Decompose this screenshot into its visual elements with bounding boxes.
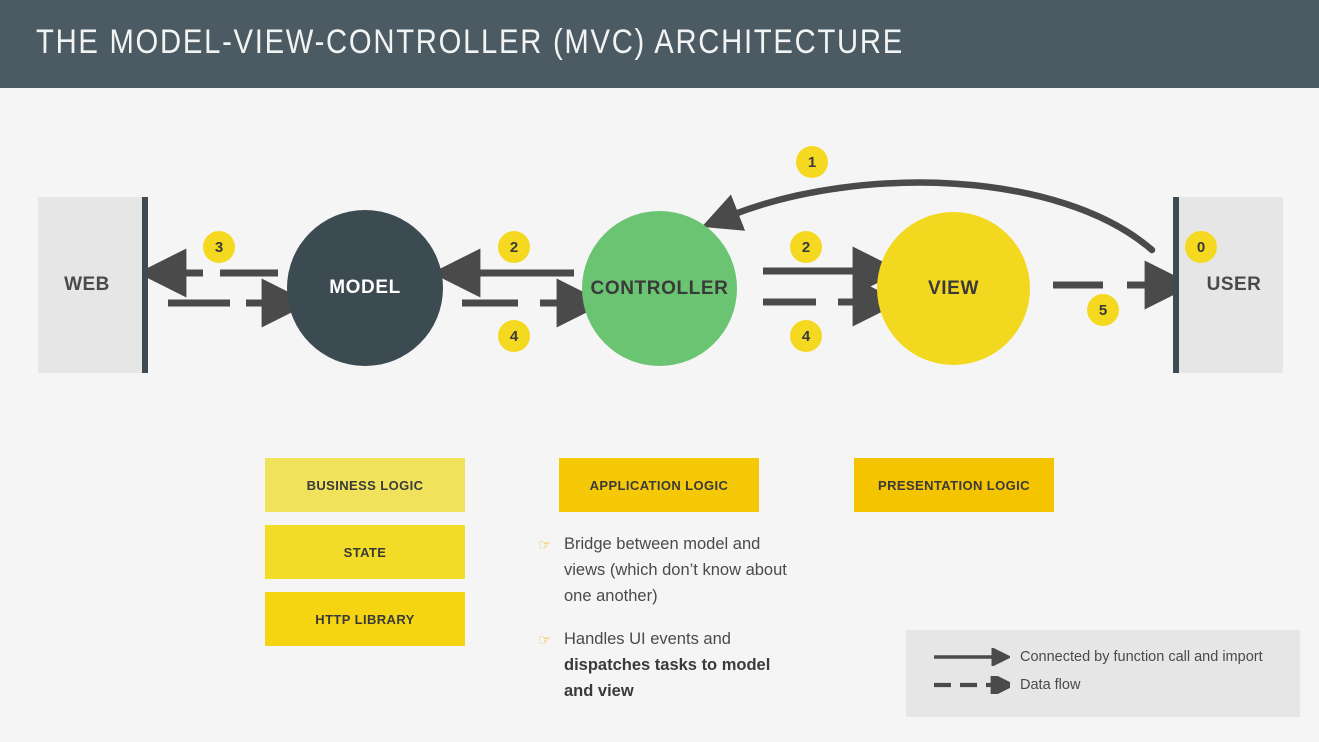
step-badge-2-model: 2 xyxy=(498,231,530,263)
list-item: ☞ Bridge between model and views (which … xyxy=(538,531,798,609)
legend-row-solid: Connected by function call and import xyxy=(932,646,1263,668)
legend-row-dashed: Data flow xyxy=(932,672,1081,698)
list-item-text-normal: Handles UI events and xyxy=(564,630,731,648)
step-badge-3: 3 xyxy=(203,231,235,263)
view-node: VIEW xyxy=(877,212,1030,365)
solid-arrow-icon xyxy=(932,646,1012,668)
list-item-text: Bridge between model and views (which do… xyxy=(564,531,798,609)
web-label: WEB xyxy=(64,274,110,295)
model-node: MODEL xyxy=(287,210,443,366)
page-header: The Model-View-Controller (MVC) Architec… xyxy=(0,0,1319,88)
web-box: WEB xyxy=(38,197,148,373)
list-item: ☞ Handles UI events and dispatches tasks… xyxy=(538,626,798,704)
pointing-hand-icon: ☞ xyxy=(538,537,552,554)
list-item-text-normal: Bridge between model and views (which do… xyxy=(564,535,787,605)
tag-http-library: HTTP LIBRARY xyxy=(265,592,465,646)
controller-notes-list: ☞ Bridge between model and views (which … xyxy=(538,531,798,721)
step-badge-1: 1 xyxy=(796,146,828,178)
tag-state: STATE xyxy=(265,525,465,579)
pointing-hand-icon: ☞ xyxy=(538,632,552,649)
tag-application-logic: APPLICATION LOGIC xyxy=(559,458,759,512)
view-label: VIEW xyxy=(928,277,979,299)
user-box: USER xyxy=(1173,197,1283,373)
step-badge-0: 0 xyxy=(1185,231,1217,263)
dashed-arrow-icon xyxy=(932,672,1016,698)
legend-panel: Connected by function call and import Da… xyxy=(906,630,1300,717)
step-badge-4-view: 4 xyxy=(790,320,822,352)
controller-label: CONTROLLER xyxy=(590,277,729,299)
controller-node: CONTROLLER xyxy=(582,211,737,366)
list-item-text-bold: dispatches tasks to model and view xyxy=(564,656,771,700)
page-title: The Model-View-Controller (MVC) Architec… xyxy=(36,23,904,61)
step-badge-4-model: 4 xyxy=(498,320,530,352)
tag-presentation-logic: PRESENTATION LOGIC xyxy=(854,458,1054,512)
tag-business-logic: BUSINESS LOGIC xyxy=(265,458,465,512)
legend-label-dashed: Data flow xyxy=(1020,677,1081,693)
legend-label-solid: Connected by function call and import xyxy=(1020,649,1263,665)
step-badge-2-view: 2 xyxy=(790,231,822,263)
step-badge-5: 5 xyxy=(1087,294,1119,326)
model-label: MODEL xyxy=(329,277,401,298)
user-label: USER xyxy=(1206,274,1262,295)
list-item-text: Handles UI events and dispatches tasks t… xyxy=(564,626,798,704)
